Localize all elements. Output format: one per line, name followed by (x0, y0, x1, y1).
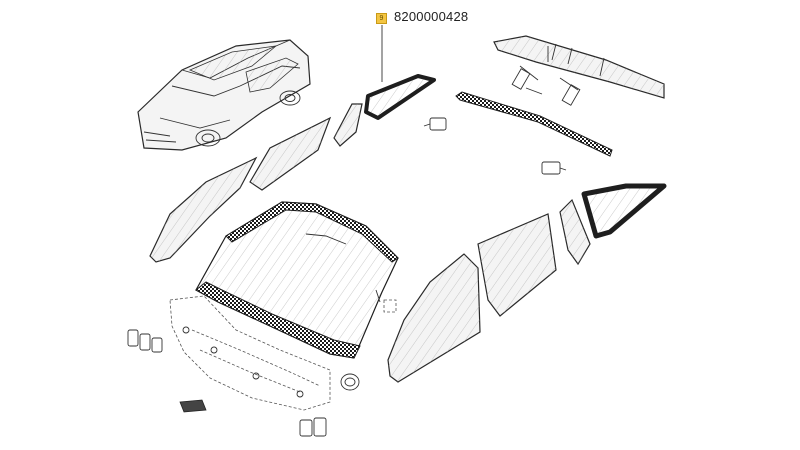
right-quarter-glass (559, 198, 591, 266)
left-front-door-glass (149, 156, 258, 263)
clip-set-bottom (299, 417, 327, 437)
adhesive-label (179, 399, 207, 413)
scuttle-panel (169, 295, 331, 411)
right-rear-door-glass (477, 213, 557, 317)
callout-tag[interactable]: 9 (376, 13, 387, 24)
right-front-door-glass (387, 253, 481, 383)
part-number-label[interactable]: 8200000428 (394, 9, 469, 24)
rubber-grommet (340, 373, 360, 391)
roof-glass-strip (455, 91, 613, 157)
retaining-clip-middle (541, 161, 567, 175)
windscreen-glass (195, 201, 399, 359)
retaining-clip-top (423, 117, 447, 131)
clip-set-left (127, 329, 163, 353)
vehicle-illustration (137, 39, 311, 151)
right-rear-quarter-glass (581, 183, 667, 239)
rear-window-glass (493, 35, 665, 106)
left-rear-door-glass (249, 116, 332, 191)
rear-quarter-glass-callout[interactable] (364, 74, 436, 120)
front-quarter-glass (333, 103, 363, 147)
